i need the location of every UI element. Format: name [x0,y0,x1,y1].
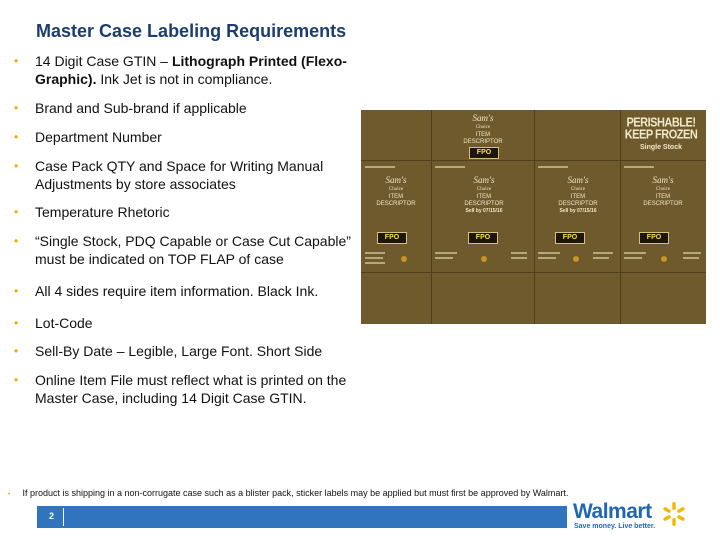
bullet-marker: • [14,284,19,298]
fpo-box: FPO [639,232,669,244]
bullet-marker: • [14,373,19,387]
list-item: • All 4 sides require item information. B… [14,283,354,300]
list-item: • Lot-Code [14,315,354,332]
descriptor-text: DESCRIPTOR [463,139,503,145]
bullet-text: Department Number [35,129,162,145]
fpo-box: FPO [468,232,498,244]
bullet-text: “Single Stock, PDQ Capable or Case Cut C… [35,233,351,267]
list-item: • Temperature Rhetoric [14,204,354,221]
footer-bar: 2 [37,506,567,528]
item-text: ITEM [476,194,492,200]
sell-by-text: Sell by 07/15/16 [559,208,597,214]
footnote: •If product is shipping in a non-corruga… [8,488,569,498]
list-item: • Brand and Sub-brand if applicable [14,100,354,117]
slide-title: Master Case Labeling Requirements [36,21,347,41]
list-item: • “Single Stock, PDQ Capable or Case Cut … [14,233,354,268]
item-text: ITEM [388,194,404,200]
bullet-text: Lot-Code [35,315,93,331]
bullet-text: Case Pack QTY and Space for Writing Manu… [35,158,324,192]
perishable-label: PERISHABLE! KEEP FROZEN Single Stock [624,115,698,151]
bullet-marker: • [14,234,19,248]
descriptor-text: DESCRIPTOR [643,201,683,207]
bullet-text: Sell-By Date – Legible, Large Font. Shor… [35,343,323,359]
list-item: • Online Item File must reflect what is p… [14,372,354,407]
sell-by-text: Sell by 07/15/16 [465,208,503,214]
list-item: • Department Number [14,129,354,146]
bullet-marker: • [14,344,19,358]
fpo-box: FPO [469,147,499,159]
descriptor-text: DESCRIPTOR [464,201,504,207]
logo-tagline: Save money. Live better. [574,523,656,530]
bullet-marker: • [8,491,11,498]
bullet-marker: • [14,54,19,68]
footer-divider [63,508,64,526]
spark-icon [663,502,685,526]
walmart-logo: Walmart Save money. Live better. [573,500,693,534]
list-item: • 14 Digit Case GTIN – Lithograph Printed… [14,53,354,88]
fpo-box: FPO [555,232,585,244]
page-number: 2 [49,511,55,521]
bullet-marker: • [14,159,19,173]
descriptor-text: DESCRIPTOR [376,201,416,207]
bullet-marker: • [14,205,19,219]
bullet-marker: • [14,101,19,115]
bullet-text: All 4 sides require item information. Bl… [35,283,319,299]
list-item: • Sell-By Date – Legible, Large Font. Sho… [14,343,354,360]
bullet-marker: • [14,316,19,330]
single-stock-text: Single Stock [639,144,682,151]
bullet-text: Online Item File must reflect what is pr… [35,372,347,406]
fpo-box: FPO [377,232,407,244]
bullet-text: Brand and Sub-brand if applicable [35,100,247,116]
descriptor-text: DESCRIPTOR [558,201,598,207]
bullet-text: 14 Digit Case GTIN – Lithograph Printed … [35,53,347,87]
bullet-marker: • [14,130,19,144]
item-text: ITEM [655,194,671,200]
item-text: ITEM [475,132,491,138]
logo-wordmark: Walmart [573,500,652,523]
list-item: • Case Pack QTY and Space for Writing Man… [14,158,354,193]
requirements-list: • 14 Digit Case GTIN – Lithograph Printed… [14,53,354,407]
item-text: ITEM [570,194,586,200]
bullet-text: Temperature Rhetoric [35,204,170,220]
